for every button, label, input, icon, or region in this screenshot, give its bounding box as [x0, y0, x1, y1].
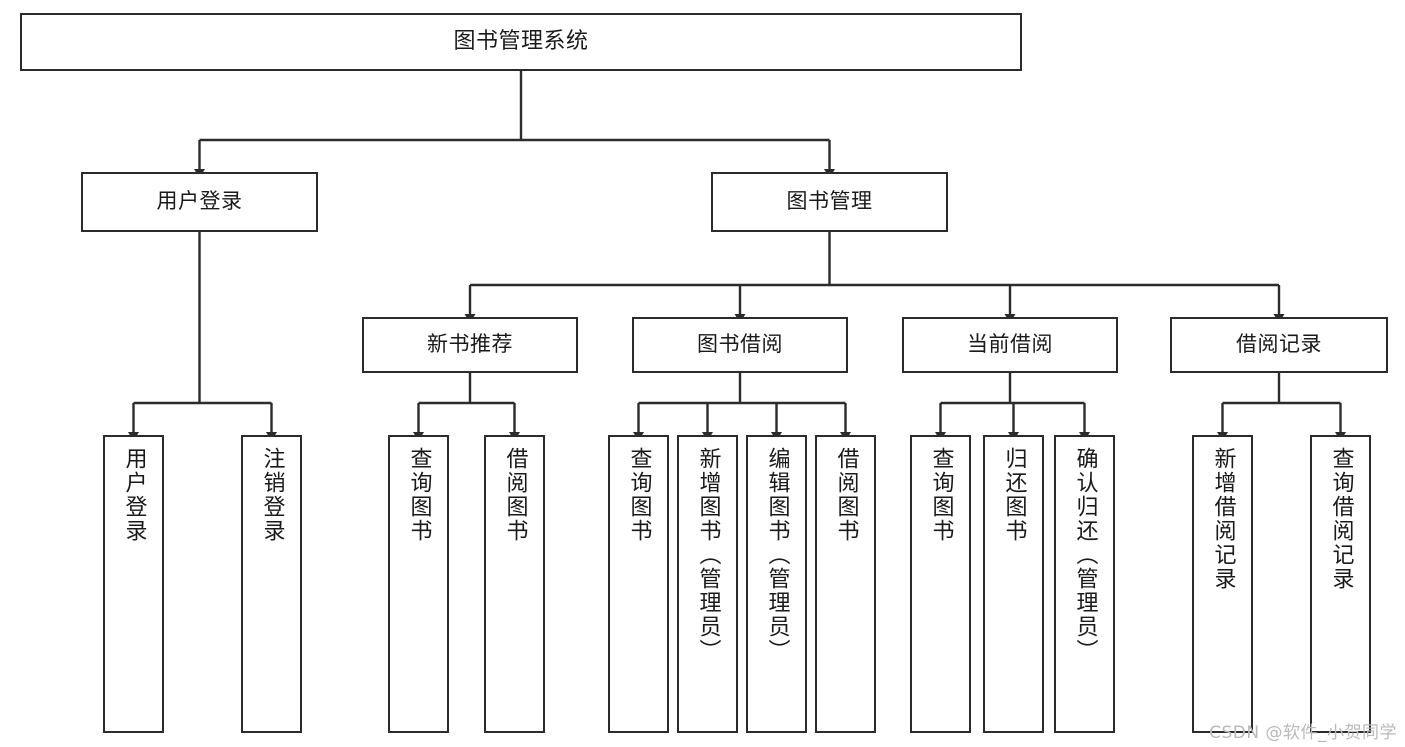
node-leaf-borrow-book-1[interactable]: 借阅图书 [484, 435, 545, 733]
node-current-borrow[interactable]: 当前借阅 [902, 317, 1118, 373]
node-leaf-user-login[interactable]: 用户登录 [103, 435, 164, 733]
node-leaf-query-book-3[interactable]: 查询图书 [910, 435, 971, 733]
node-leaf-logout[interactable]: 注销登录 [241, 435, 302, 733]
node-label: 注销登录 [259, 447, 285, 543]
node-book-borrow[interactable]: 图书借阅 [632, 317, 848, 373]
node-borrow-record[interactable]: 借阅记录 [1170, 317, 1388, 373]
node-leaf-query-record[interactable]: 查询借阅记录 [1310, 435, 1371, 733]
node-label: 查询图书 [928, 447, 954, 543]
node-user-login[interactable]: 用户登录 [81, 172, 318, 232]
node-label: 图书管理系统 [453, 28, 589, 54]
node-label: 查询图书 [406, 447, 432, 543]
node-label: 图书管理 [786, 189, 873, 214]
node-leaf-query-book-2[interactable]: 查询图书 [608, 435, 669, 733]
node-leaf-borrow-book-2[interactable]: 借阅图书 [815, 435, 876, 733]
node-leaf-query-book-1[interactable]: 查询图书 [388, 435, 449, 733]
node-book-manage[interactable]: 图书管理 [711, 172, 948, 232]
node-label: 借阅图书 [502, 447, 528, 543]
node-label: 归还图书 [1001, 447, 1027, 543]
node-label: 新书推荐 [427, 332, 513, 357]
watermark: CSDN @软件_小贺同学 [1209, 723, 1397, 743]
node-leaf-confirm-return[interactable]: 确认归还（管理员） [1054, 435, 1115, 733]
node-root[interactable]: 图书管理系统 [20, 13, 1022, 71]
node-label: 用户登录 [121, 447, 147, 543]
node-leaf-edit-book[interactable]: 编辑图书（管理员） [746, 435, 807, 733]
node-leaf-add-book[interactable]: 新增图书（管理员） [677, 435, 738, 733]
node-label: 查询借阅记录 [1328, 447, 1354, 591]
node-new-book-rec[interactable]: 新书推荐 [362, 317, 578, 373]
node-leaf-return-book[interactable]: 归还图书 [983, 435, 1044, 733]
node-label: 查询图书 [626, 447, 652, 543]
edge-group [128, 71, 1346, 441]
node-label: 编辑图书（管理员） [764, 447, 790, 663]
node-label: 借阅记录 [1236, 332, 1322, 357]
node-label: 当前借阅 [967, 332, 1053, 357]
node-label: 确认归还（管理员） [1072, 447, 1098, 663]
node-label: 新增图书（管理员） [695, 447, 721, 663]
node-label: 图书借阅 [697, 332, 783, 357]
node-label: 用户登录 [156, 189, 243, 214]
node-label: 借阅图书 [833, 447, 859, 543]
node-leaf-add-record[interactable]: 新增借阅记录 [1192, 435, 1253, 733]
node-label: 新增借阅记录 [1210, 447, 1236, 591]
